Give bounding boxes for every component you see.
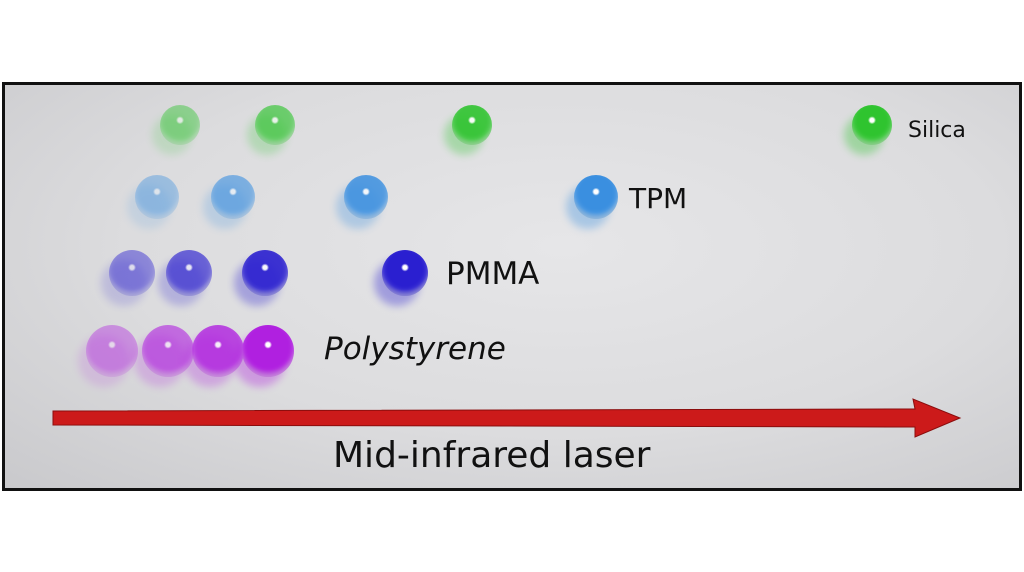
tpm-sphere (135, 175, 179, 219)
polystyrene-sphere (242, 325, 294, 377)
tpm-sphere (344, 175, 388, 219)
tpm-sphere (574, 175, 618, 219)
silica-sphere (452, 105, 492, 145)
silica-sphere-shadow (152, 115, 192, 155)
diagram-frame: Silica TPM PMMA Polystyrene Mid-infrared… (2, 82, 1022, 491)
tpm-sphere-shadow (127, 185, 171, 229)
label-laser: Mid-infrared laser (333, 435, 651, 476)
tpm-sphere (211, 175, 255, 219)
label-pmma: PMMA (446, 256, 540, 292)
polystyrene-sphere (142, 325, 194, 377)
pmma-sphere (166, 250, 212, 296)
polystyrene-sphere (192, 325, 244, 377)
silica-sphere (255, 105, 295, 145)
silica-sphere (160, 105, 200, 145)
pmma-sphere-shadow (101, 260, 147, 306)
pmma-sphere (382, 250, 428, 296)
label-silica: Silica (908, 118, 966, 143)
label-tpm: TPM (629, 182, 688, 215)
polystyrene-sphere-shadow (78, 335, 130, 387)
polystyrene-sphere (86, 325, 138, 377)
laser-arrow-shape (52, 398, 962, 438)
pmma-sphere (109, 250, 155, 296)
silica-sphere (852, 105, 892, 145)
laser-arrow (52, 398, 962, 438)
pmma-sphere (242, 250, 288, 296)
label-polystyrene: Polystyrene (324, 331, 506, 367)
